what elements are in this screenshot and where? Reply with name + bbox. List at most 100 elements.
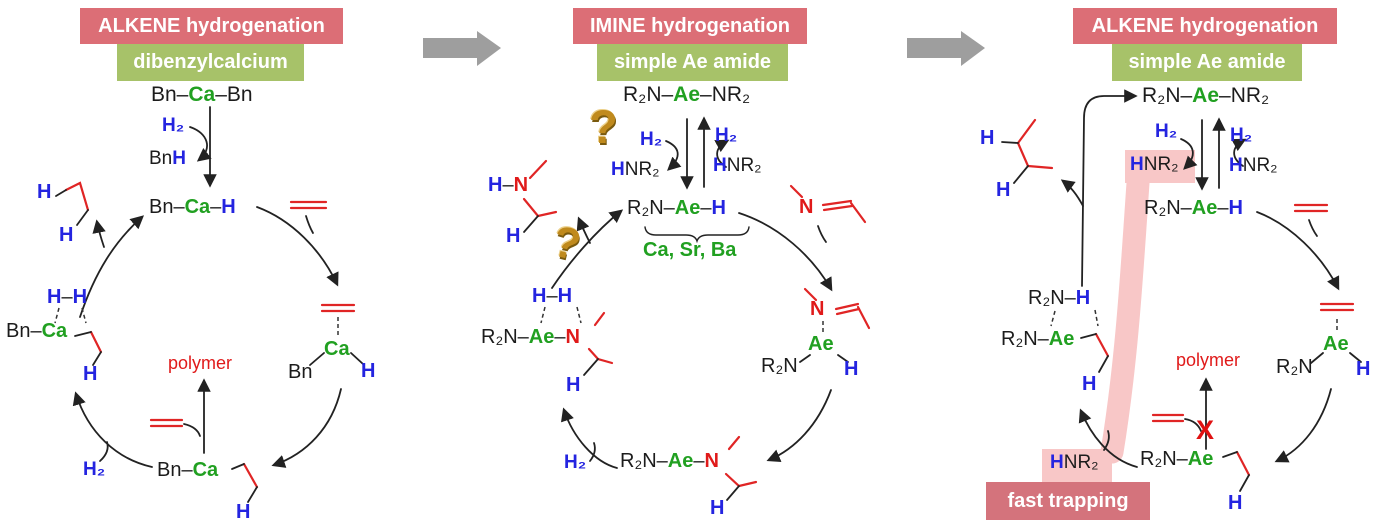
bn-group: Bn– bbox=[149, 196, 185, 218]
middle-cycle-arrows bbox=[551, 116, 833, 469]
n-atom: N bbox=[513, 174, 529, 196]
pi-bn-group: Bn bbox=[288, 362, 312, 382]
formula-insertion-amide: R₂N–Ae–N bbox=[620, 451, 719, 471]
sigma-alkyl-h: H bbox=[83, 364, 97, 384]
hnr2-label-highlighted: HNR₂ bbox=[1130, 155, 1179, 174]
left-cycle-arrows bbox=[72, 106, 342, 468]
amide-group: R₂N– bbox=[1001, 328, 1049, 350]
alkene-icon bbox=[1293, 203, 1329, 213]
ch-h-bond bbox=[726, 485, 740, 501]
metals-text: Ca, Sr, Ba bbox=[643, 239, 737, 261]
regeneration-arrow bbox=[1081, 89, 1138, 287]
blocked-x-icon: X bbox=[1196, 417, 1214, 444]
left-cycle-red-bonds bbox=[64, 181, 356, 489]
h-atom: H bbox=[47, 286, 62, 308]
eq-hook-right bbox=[714, 139, 730, 168]
sigma-dash bbox=[1050, 309, 1099, 327]
bond bbox=[1222, 451, 1238, 458]
amide-group: –NR₂ bbox=[700, 83, 751, 106]
ae-atom: Ae bbox=[674, 197, 701, 219]
bn-group: Bn bbox=[149, 148, 173, 169]
formula-byproduct-bnh: BnH bbox=[149, 149, 186, 168]
h-atom: H bbox=[72, 286, 88, 308]
pi-h-atom: H bbox=[1356, 359, 1370, 379]
alkyl-bond bbox=[242, 462, 259, 489]
amide-group: –NR₂ bbox=[1219, 84, 1270, 107]
pi-to-alkyl-arrow bbox=[1274, 388, 1332, 463]
left-panel-title: ALKENE hydrogenation bbox=[98, 14, 325, 37]
ae-atom: Ae bbox=[1191, 197, 1218, 219]
h2-label: H₂ bbox=[1155, 122, 1177, 141]
product-h: H bbox=[59, 225, 73, 245]
hydride-to-pi-arrow bbox=[1256, 211, 1340, 291]
formula-precatalyst: R₂N–Ae–NR₂ bbox=[1142, 85, 1269, 106]
h-atom: H bbox=[221, 196, 236, 218]
h-atom: H bbox=[488, 174, 503, 196]
h2-text: H₂ bbox=[162, 115, 185, 136]
ae-h-bond bbox=[1349, 352, 1362, 363]
alkene-feed-tick bbox=[1184, 418, 1202, 432]
amide-group: R₂N– bbox=[1140, 448, 1188, 470]
h-atom: H bbox=[1130, 154, 1144, 175]
left-panel-title-banner: ALKENE hydrogenation bbox=[80, 8, 343, 44]
product-h: H bbox=[996, 180, 1010, 200]
n-atom: N bbox=[799, 196, 814, 218]
right-panel-subtitle-banner: simple Ae amide bbox=[1112, 44, 1302, 81]
bn-group: Bn bbox=[288, 361, 313, 383]
h2-label: H₂ bbox=[564, 453, 586, 472]
pi-to-insertion-arrow bbox=[766, 389, 832, 463]
product-release-arrow bbox=[1060, 179, 1084, 207]
panel-transition-arrows bbox=[423, 31, 985, 66]
question-mark-icon: ? bbox=[589, 103, 618, 150]
h2-text: H₂ bbox=[715, 125, 738, 146]
alkyl-h: H bbox=[1228, 493, 1242, 513]
amide-group: R₂N– bbox=[481, 326, 529, 348]
nr2-group: NR₂ bbox=[1063, 452, 1099, 473]
h-atom: H bbox=[1075, 287, 1091, 309]
middle-panel-title: IMINE hydrogenation bbox=[590, 14, 790, 37]
pi-h-atom: H bbox=[844, 359, 858, 379]
amine-methyl-bond bbox=[528, 159, 548, 180]
pi-amide-group: R₂N bbox=[761, 356, 798, 376]
ch-h-bond bbox=[583, 358, 599, 376]
h-atom: H bbox=[83, 363, 98, 385]
ca-atom: Ca bbox=[188, 83, 216, 106]
sigma-to-hydride-arrow bbox=[79, 215, 145, 318]
bond bbox=[1098, 355, 1109, 373]
imine-feed-tick bbox=[817, 225, 827, 243]
ae-atom: Ae bbox=[667, 450, 694, 472]
bond-dash: – bbox=[700, 197, 712, 219]
block-arrow-icon bbox=[907, 31, 985, 66]
bond bbox=[1013, 165, 1029, 184]
question-mark: ? bbox=[589, 100, 618, 153]
sigma-h2-unit: H–H bbox=[47, 287, 87, 307]
pi-n-atom: N bbox=[810, 299, 824, 319]
polymer-label: polymer bbox=[1176, 351, 1240, 369]
ae-atom: Ae bbox=[1048, 328, 1075, 350]
ae-atom: Ae bbox=[1323, 333, 1349, 355]
bond bbox=[1080, 333, 1097, 339]
amine-product-h: H bbox=[506, 226, 520, 246]
right-panel-title: ALKENE hydrogenation bbox=[1091, 14, 1319, 37]
alkene-feed-tick bbox=[305, 215, 314, 234]
bond bbox=[247, 486, 258, 503]
alkyl-bond bbox=[89, 330, 103, 354]
amine-feed-tick bbox=[1103, 430, 1110, 451]
ca-atom: Ca bbox=[184, 196, 211, 218]
h2-label: H₂ bbox=[162, 116, 184, 135]
sigma-dash bbox=[54, 307, 87, 324]
middle-panel-subtitle-banner: simple Ae amide bbox=[597, 44, 788, 81]
amine-ch-bond bbox=[522, 197, 558, 218]
metals-label: Ca, Sr, Ba bbox=[643, 240, 736, 260]
sigma-to-hydride-arrow bbox=[551, 209, 624, 289]
product-h: H bbox=[980, 128, 994, 148]
sigma-ch-h: H bbox=[566, 375, 580, 395]
ae-amide-bond bbox=[799, 354, 811, 363]
nr2-group: NR₂ bbox=[1242, 155, 1278, 176]
formula-precatalyst: R₂N–Ae–NR₂ bbox=[623, 84, 750, 105]
h-atom: H bbox=[566, 374, 581, 396]
ca-atom: Ca bbox=[192, 459, 219, 481]
hnr2-label: HNR₂ bbox=[1229, 156, 1278, 175]
alkene-icon bbox=[320, 303, 356, 313]
bond bbox=[1001, 141, 1019, 144]
